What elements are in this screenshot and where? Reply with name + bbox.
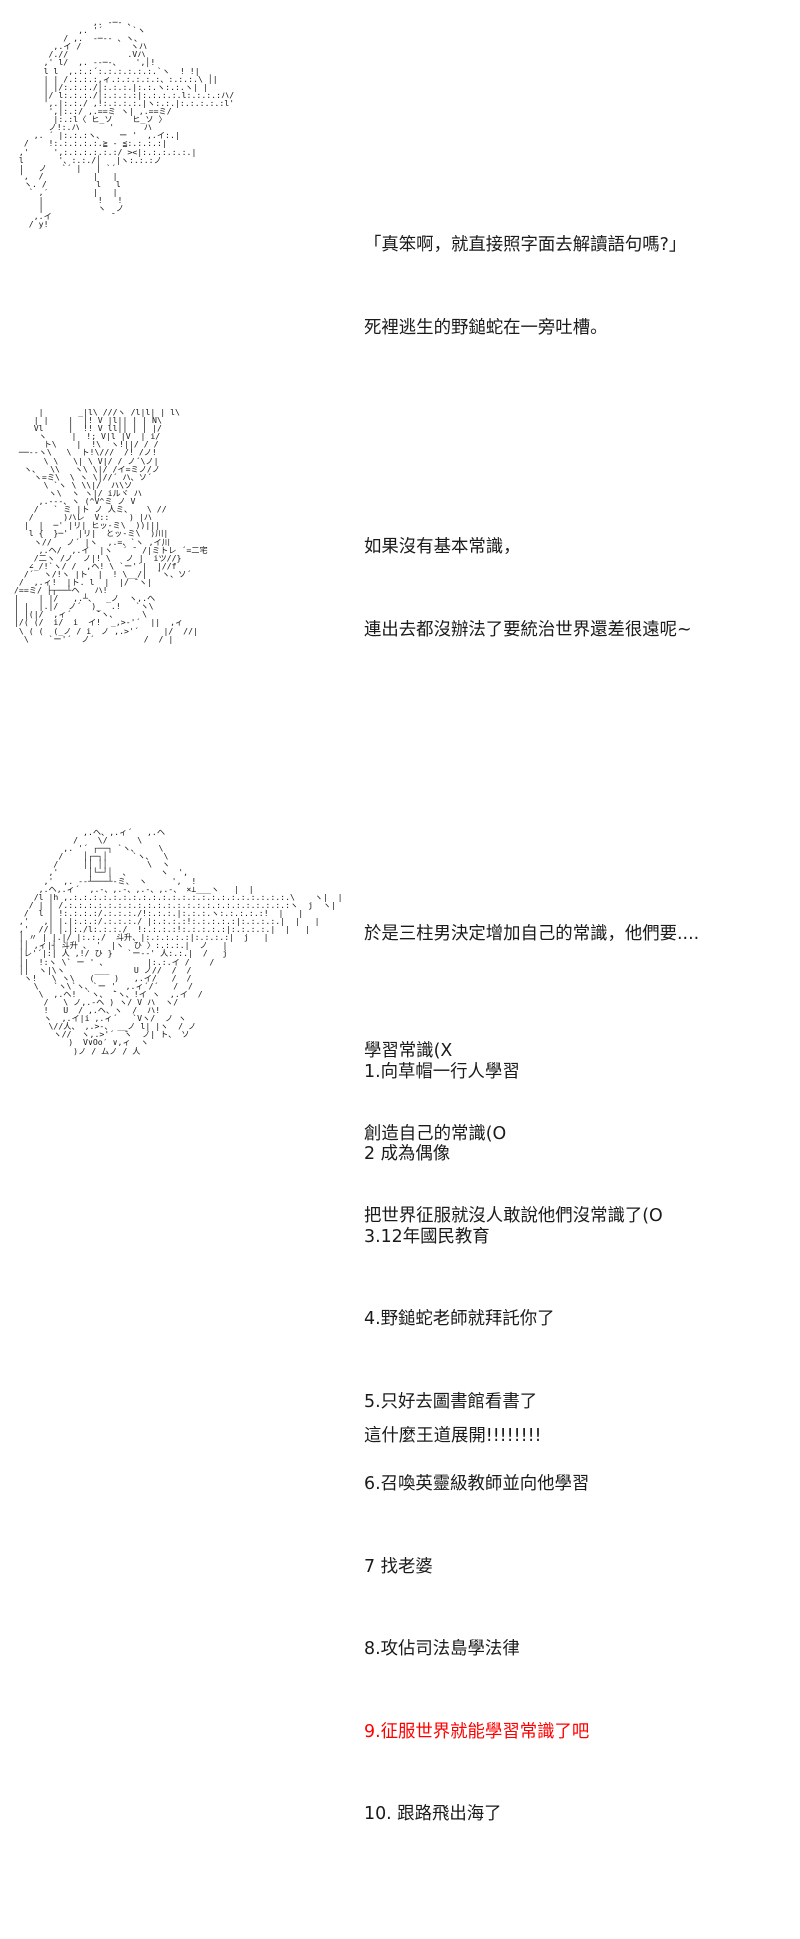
option-item-1[interactable]: 1.向草帽一行人學習: [364, 1061, 520, 1082]
option-item-2[interactable]: 2 成為偶像: [364, 1144, 451, 1164]
narration-paragraph: 如果沒有基本常識， 連出去都沒辦法了要統治世界還差很遠呢~: [364, 479, 788, 699]
dialogue-paragraph: 「真笨啊，就直接照字面去解讀語句嗎?」 死裡逃生的野鎚蛇在一旁吐槽。: [364, 177, 788, 397]
option-item-10[interactable]: 10. 跟路飛出海了: [364, 1804, 502, 1824]
panel-2: | _|l\ ///ヽ /l|l| | l\ | | | |! V |l|| |…: [0, 407, 800, 1824]
conclusion-line-2: 創造自己的常識(O: [364, 1123, 507, 1144]
conclusion-line-3: 把世界征服就沒人敢說他們沒常識了(O: [364, 1206, 663, 1226]
panel-1: ,. -─- 、 ,. '´ `ヽ / ,. -─‐- 、ヽ、 ,.イ / ヽハ…: [0, 17, 800, 640]
conclusion-paragraph: 學習常識(X 創造自己的常識(O 把世界征服就沒人敢說他們沒常識了(O: [364, 983, 788, 1286]
panel-3-text-column: 學習常識(X 創造自己的常識(O 把世界征服就沒人敢說他們沒常識了(O 這什麼王…: [364, 928, 788, 1560]
panel-1-text-column: 「真笨啊，就直接照字面去解讀語句嗎?」 死裡逃生的野鎚蛇在一旁吐槽。 如果沒有基…: [364, 122, 788, 754]
option-item-9-selected[interactable]: 9.征服世界就能學習常識了吧: [364, 1721, 590, 1742]
character-portrait-ascii-art-1: ,. -─- 、 ,. '´ `ヽ / ,. -─‐- 、ヽ、 ,.イ / ヽハ…: [18, 17, 235, 230]
dialogue-line-2: 死裡逃生的野鎚蛇在一旁吐槽。: [364, 317, 608, 338]
conclusion-line-1: 學習常識(X: [364, 1041, 453, 1061]
narration-line-1: 如果沒有基本常識，: [364, 537, 521, 557]
character-portrait-ascii-art-2: | _|l\ ///ヽ /l|l| | l\ | | | |! V |l|| |…: [14, 407, 208, 644]
aa-thread-page: ,. -─- 、 ,. '´ `ヽ / ,. -─‐- 、ヽ、 ,.イ / ヽハ…: [0, 17, 800, 1824]
exclamation-paragraph: 這什麼王道展開!!!!!!!!: [364, 1368, 788, 1506]
panel-3: ,.ヘ、,.ィ´ ,.ヘ / \/ \ ,. '´ ┌──┐ `ヽ、 \ / │…: [0, 827, 800, 1446]
character-portrait-ascii-art-3: ,.ヘ、,.ィ´ ,.ヘ / \/ \ ,. '´ ┌──┐ `ヽ、 \ / │…: [18, 827, 343, 1056]
option-item-8[interactable]: 8.攻佔司法島學法律: [364, 1639, 520, 1659]
exclamation-line-1: 這什麼王道展開!!!!!!!!: [364, 1425, 542, 1446]
option-intro-text: 於是三柱男決定增加自己的常識，他們要....: [364, 924, 700, 944]
narration-line-2: 連出去都沒辦法了要統治世界還差很遠呢~: [364, 619, 692, 640]
dialogue-line-1: 「真笨啊，就直接照字面去解讀語句嗎?」: [364, 235, 687, 255]
